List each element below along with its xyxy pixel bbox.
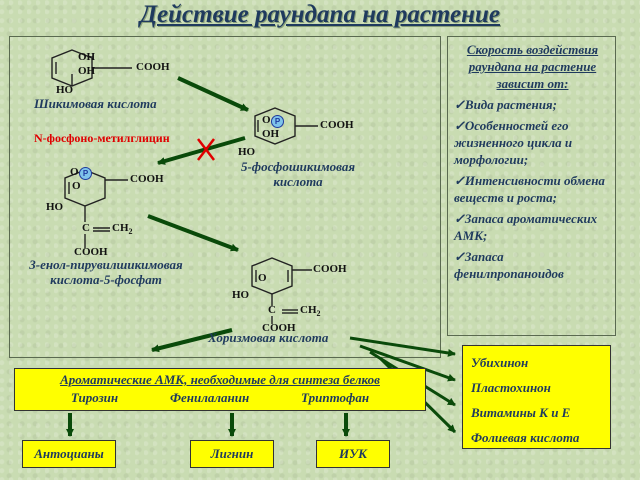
enolpyruvyl-ring	[64, 169, 128, 248]
shikimic-oh1: OH	[78, 51, 96, 63]
lignin-box: Лигнин	[190, 440, 274, 468]
amk-box: Ароматические АМК, необходимые для синте…	[14, 368, 426, 411]
arrow-to-ubiquinone	[349, 336, 456, 357]
chorismic-o: O	[258, 272, 267, 284]
amk-item: Триптофан	[301, 390, 370, 405]
factors-header: Скорость воздействия раундапа на растени…	[466, 42, 599, 91]
arrow-to-plastoquinone	[359, 344, 456, 382]
factor-item: ✓Вида растения;	[454, 97, 557, 112]
chorismic-cooh: COOH	[313, 263, 347, 275]
iuk-box: ИУК	[316, 440, 390, 468]
phospho-name: 5-фосфошикимовая кислота	[228, 159, 368, 189]
phosphoshikimic-ring	[254, 107, 318, 145]
enol-o1: O	[70, 166, 79, 178]
phospho-o: O	[262, 114, 271, 126]
factors-panel: Скорость воздействия раундапа на растени…	[447, 36, 616, 336]
shikimic-cooh: COOH	[136, 61, 170, 73]
phospho-oh: OH	[262, 128, 280, 140]
enol-o2: O	[72, 180, 81, 192]
arrow-chorismic-to-amk	[151, 328, 233, 353]
shikimic-ho: HO	[56, 84, 74, 96]
arrow-phospho-to-enol	[157, 136, 246, 165]
anthocyanins-box: Антоцианы	[22, 440, 116, 468]
enol-ch2: CH2	[112, 222, 133, 237]
factor-item: ✓Особенностей его жизненного цикла и мор…	[454, 118, 573, 167]
chorismic-ch2: CH2	[300, 304, 321, 319]
amk-item: Фенилаланин	[169, 390, 250, 405]
phosphate-group: P	[271, 115, 284, 128]
phospho-name-line2: кислота	[273, 174, 323, 189]
page-title: Действие раундапа на растение	[139, 1, 501, 28]
shikimic-ring	[51, 49, 132, 87]
chorismic-c: C	[268, 304, 276, 316]
inhibition-mark	[197, 138, 215, 161]
product-item: Фолиевая кислота	[471, 430, 580, 445]
phospho-cooh: COOH	[320, 119, 354, 131]
arrow-shikimic-to-phospho	[177, 76, 249, 112]
enol-ho: HO	[46, 201, 64, 213]
factor-item: ✓Запаса ароматических АМК;	[454, 211, 598, 243]
phospho-ho: HO	[238, 146, 256, 158]
inhibitor-label: N-фосфоно-метилглицин	[34, 131, 170, 145]
amk-title: Ароматические АМК, необходимые для синте…	[60, 372, 380, 387]
chorismic-ho: HO	[232, 289, 250, 301]
arrow-enol-to-chorismic	[147, 214, 239, 252]
enol-name-line1: 3-енол-пирувилшикимовая	[29, 257, 183, 272]
amk-item: Тирозин	[70, 390, 119, 405]
enol-c: C	[82, 222, 90, 234]
enol-cooh2: COOH	[74, 246, 108, 258]
product-item: Витамины К и Е	[471, 405, 571, 420]
factor-item: ✓Запаса фенилпропаноидов	[454, 249, 564, 281]
enol-cooh: COOH	[130, 173, 164, 185]
chorismic-ring	[251, 257, 312, 324]
enol-name: 3-енол-пирувилшикимовая кислота-5-фосфат	[12, 257, 200, 287]
pathway-frame	[9, 36, 441, 358]
factor-item: ✓Интенсивности обмена веществ и роста;	[454, 173, 605, 205]
product-item: Убихинон	[471, 355, 529, 370]
enol-name-line2: кислота-5-фосфат	[50, 272, 162, 287]
chorismic-name: Хоризмовая кислота	[208, 330, 329, 345]
shikimic-name: Шикимовая кислота	[34, 96, 157, 111]
phosphate-group: P	[79, 167, 92, 180]
products-box: Убихинон Пластохинон Витамины К и Е Фоли…	[462, 345, 611, 449]
shikimic-oh2: OH	[78, 65, 96, 77]
product-item: Пластохинон	[471, 380, 551, 395]
phospho-name-line1: 5-фосфошикимовая	[240, 159, 356, 174]
amk-list: Тирозин Фенилаланин Триптофан	[15, 390, 425, 406]
chorismic-cooh2: COOH	[262, 322, 296, 334]
